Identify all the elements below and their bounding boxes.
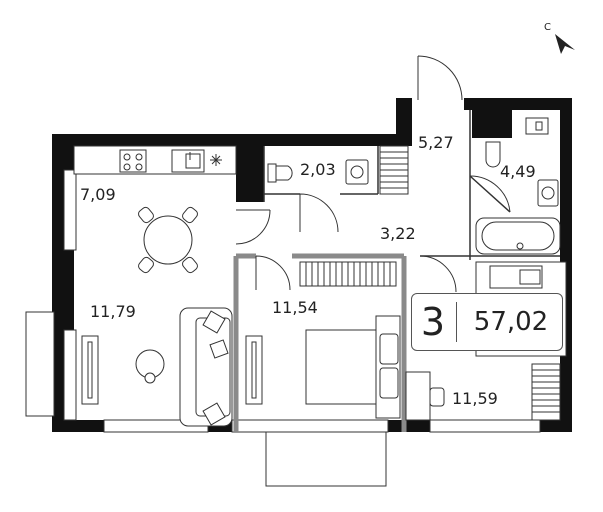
area-kitchen: 7,09 bbox=[80, 185, 116, 204]
sofa bbox=[179, 307, 233, 427]
total-area: 57,02 bbox=[473, 307, 549, 337]
area-hall: 3,22 bbox=[380, 224, 416, 243]
snowflake-icon bbox=[210, 154, 222, 166]
area-bedroom-right: 11,59 bbox=[452, 389, 498, 408]
apartment-summary-box: 3 57,02 bbox=[411, 293, 563, 351]
area-bathroom-right: 4,49 bbox=[500, 162, 536, 181]
kitchen-counter bbox=[73, 145, 237, 175]
compass-north-letter: С bbox=[544, 22, 551, 33]
area-living-room: 11,79 bbox=[90, 302, 136, 321]
dining-table bbox=[138, 206, 198, 274]
right-bathroom-fixtures bbox=[475, 117, 561, 255]
partitions bbox=[233, 253, 407, 432]
area-bathroom-small: 2,03 bbox=[300, 160, 336, 179]
small-bathroom-fixtures bbox=[267, 145, 409, 195]
bedroom-middle-furniture bbox=[245, 261, 401, 419]
area-bedroom-middle: 11,54 bbox=[272, 298, 318, 317]
tv-icon bbox=[87, 341, 93, 399]
summary-divider bbox=[456, 302, 457, 342]
thin-walls bbox=[263, 110, 560, 260]
doors bbox=[235, 55, 511, 293]
coffee-table bbox=[135, 349, 165, 384]
area-corridor-top: 5,27 bbox=[418, 133, 454, 152]
room-count: 3 bbox=[420, 300, 446, 344]
compass-arrow-icon bbox=[555, 34, 575, 54]
